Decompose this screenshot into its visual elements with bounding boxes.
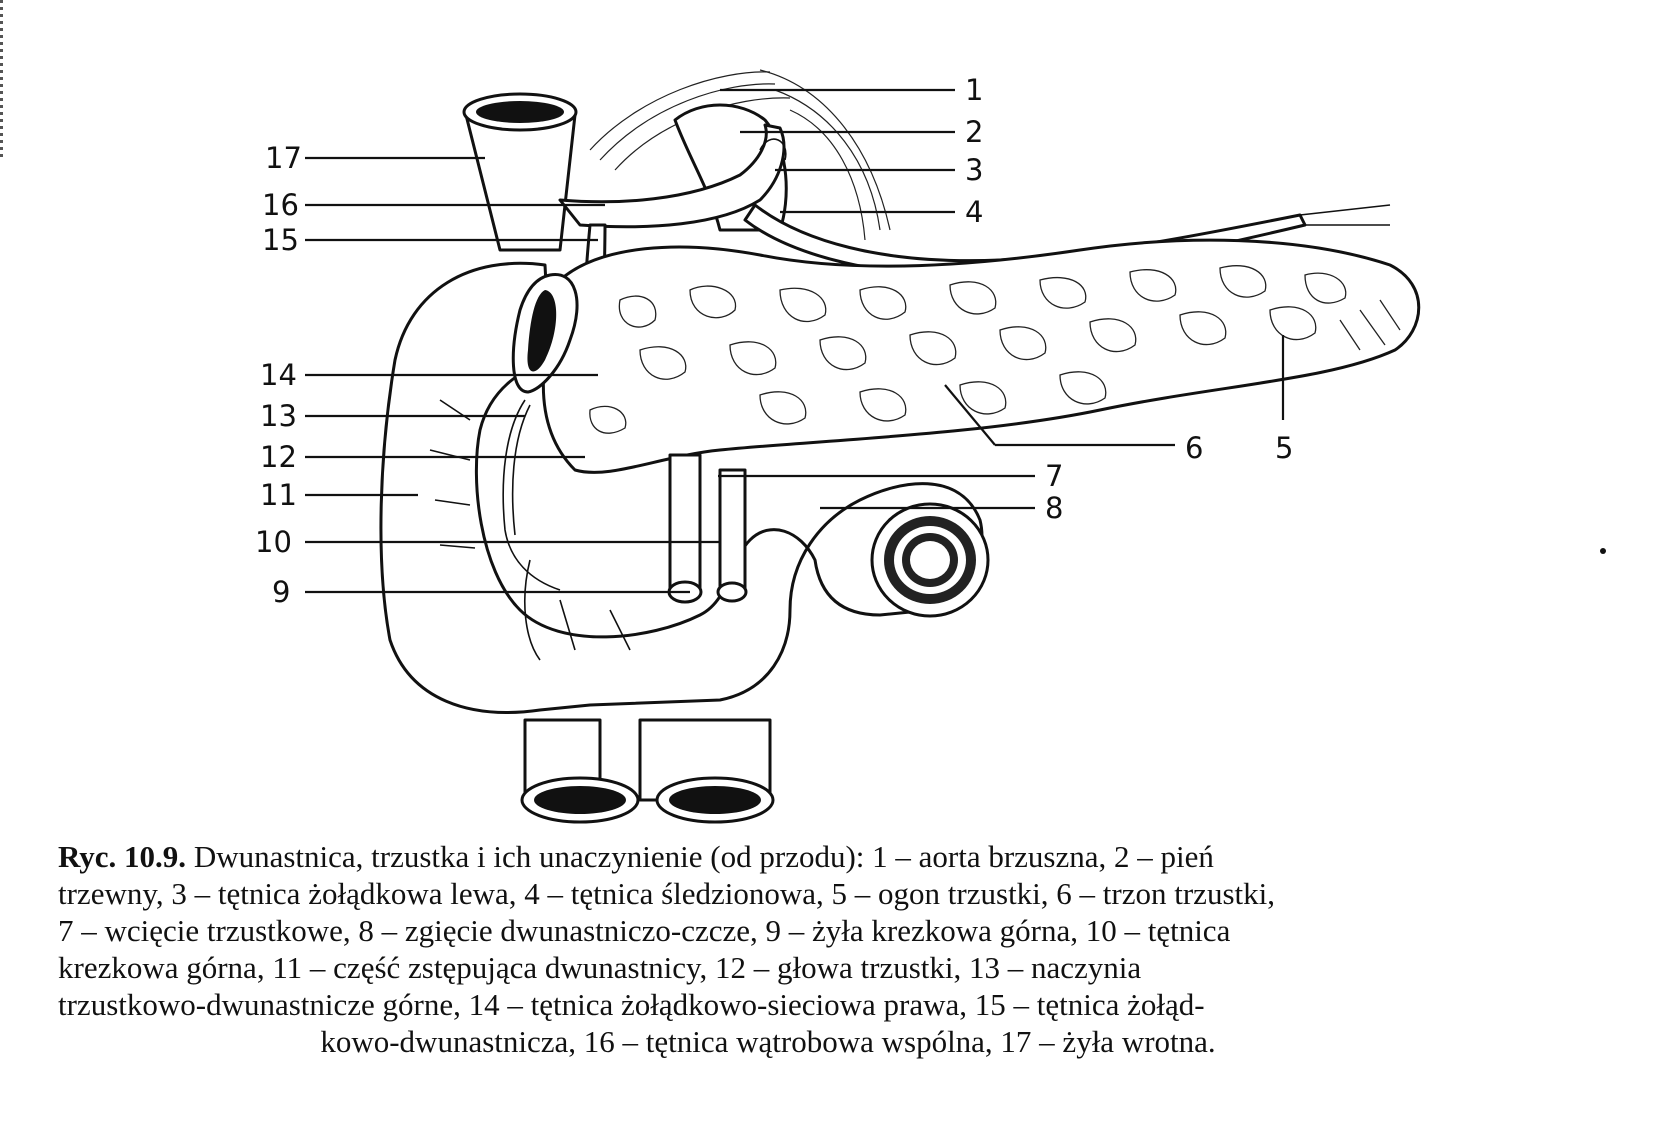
figure-caption: Ryc. 10.9. Dwunastnica, trzustka i ich u… [58, 838, 1478, 1060]
caption-line-1: Ryc. 10.9. Dwunastnica, trzustka i ich u… [58, 838, 1478, 875]
caption-line-2: trzewny, 3 – tętnica żołądkowa lewa, 4 –… [58, 876, 1275, 911]
label-2: 2 [965, 115, 983, 149]
label-15: 15 [262, 223, 299, 257]
label-7: 7 [1045, 459, 1063, 493]
label-1: 1 [965, 73, 983, 107]
superior-mesenteric-vessels [520, 453, 775, 824]
portal-vein [462, 92, 578, 252]
stray-dot [1600, 548, 1606, 554]
label-4: 4 [965, 195, 983, 229]
caption-ref: Ryc. 10.9. [58, 839, 187, 874]
label-5: 5 [1275, 431, 1293, 465]
label-10: 10 [255, 525, 292, 559]
caption-line-4: krezkowa górna, 11 – część zstępująca dw… [58, 950, 1142, 985]
pancreas [541, 238, 1421, 474]
caption-line-5: trzustkowo-dwunastnicze górne, 14 – tętn… [58, 987, 1205, 1022]
caption-line-6: kowo-dwunastnicza, 16 – tętnica wątrobow… [320, 1024, 1216, 1059]
label-9: 9 [272, 575, 290, 609]
leader-lines [305, 88, 1285, 594]
label-12: 12 [260, 440, 297, 474]
caption-line-3: 7 – wcięcie trzustkowe, 8 – zgięcie dwun… [58, 913, 1231, 948]
pancreaticoduodenal-vessels [502, 399, 561, 591]
label-14: 14 [260, 358, 297, 392]
label-6: 6 [1185, 431, 1203, 465]
duodenum [379, 261, 990, 714]
number-labels: 1 2 3 4 5 6 7 8 9 10 11 12 13 14 15 16 1… [255, 73, 1293, 609]
anatomy-illustration: 1 2 3 4 5 6 7 8 9 10 11 12 13 14 15 16 1… [255, 69, 1421, 824]
label-16: 16 [262, 188, 299, 222]
label-17: 17 [265, 141, 302, 175]
label-11: 11 [260, 478, 297, 512]
caption-line-1-text: Dwunastnica, trzustka i ich unaczynienie… [193, 839, 1214, 874]
label-8: 8 [1045, 491, 1063, 525]
label-3: 3 [965, 153, 983, 187]
scan-edge-mark [0, 0, 3, 160]
label-13: 13 [260, 399, 297, 433]
